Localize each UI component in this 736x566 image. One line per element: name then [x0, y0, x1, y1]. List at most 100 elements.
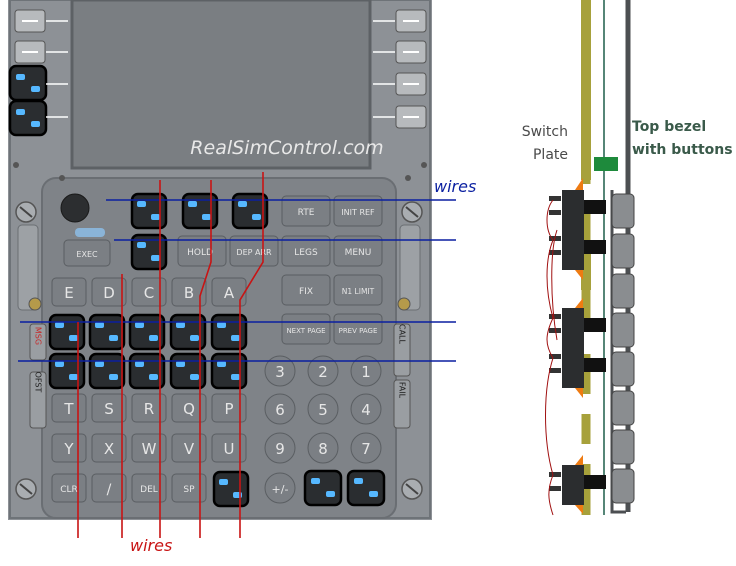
svg-text:DEP ARR: DEP ARR	[236, 248, 272, 257]
key-1[interactable]: 1	[350, 355, 382, 387]
key-8[interactable]: 8	[307, 432, 339, 464]
key-dep-arr[interactable]: DEP ARR	[229, 235, 279, 267]
key-9[interactable]: 9	[264, 432, 296, 464]
key-legs[interactable]: LEGS	[281, 235, 331, 267]
svg-text:1: 1	[361, 363, 371, 381]
key-rte[interactable]: RTE	[281, 195, 331, 227]
switch-bottom-3[interactable]	[346, 469, 386, 507]
lsk-left-2[interactable]	[14, 40, 68, 64]
line-select-keys	[8, 9, 427, 137]
key-hold[interactable]: HOLD	[177, 235, 227, 267]
key-exec[interactable]: EXEC	[63, 239, 111, 267]
screw-icon	[15, 478, 37, 500]
switch-row-b-5[interactable]	[210, 352, 248, 390]
bezel-button	[611, 273, 635, 309]
key-prev-page[interactable]: PREV PAGE	[333, 313, 383, 345]
switch-2[interactable]	[181, 192, 219, 230]
switch-bottom-1[interactable]	[212, 470, 250, 508]
svg-text:8: 8	[318, 440, 328, 458]
bezel-button	[611, 312, 635, 348]
switch-row-b-1[interactable]	[48, 352, 86, 390]
key-3[interactable]: 3	[264, 355, 296, 387]
screw-icon	[28, 297, 42, 311]
key-6[interactable]: 6	[264, 393, 296, 425]
key-n1-limit[interactable]: N1 LIMIT	[333, 274, 383, 306]
wires-label-red: wires	[130, 536, 172, 555]
key-del[interactable]: DEL	[131, 473, 167, 503]
svg-text:INIT REF: INIT REF	[341, 208, 375, 217]
switch-row-a-2[interactable]	[88, 313, 126, 351]
lsk-right-4[interactable]	[373, 105, 427, 129]
switch-row-a-1[interactable]	[48, 313, 86, 351]
side-switch	[549, 178, 606, 280]
switch-3[interactable]	[231, 192, 269, 230]
key-4[interactable]: 4	[350, 393, 382, 425]
lsk-left-1[interactable]	[14, 9, 68, 33]
switch-row-a-5[interactable]	[210, 313, 248, 351]
key-a[interactable]: A	[211, 277, 247, 307]
key-c[interactable]: C	[131, 277, 167, 307]
key-sp[interactable]: SP	[171, 473, 207, 503]
svg-text:CLR: CLR	[60, 485, 78, 495]
key-u[interactable]: U	[211, 433, 247, 463]
switch-plate-label-2: Plate	[533, 147, 568, 163]
key-7[interactable]: 7	[350, 432, 382, 464]
svg-text:U: U	[224, 440, 235, 458]
fail-annunciator: FAIL	[398, 382, 407, 399]
lsk-right-2[interactable]	[373, 40, 427, 64]
key-fix[interactable]: FIX	[281, 274, 331, 306]
svg-text:Q: Q	[183, 400, 195, 418]
annunciators: MSG OFST CALL FAIL	[29, 323, 411, 429]
key-r[interactable]: R	[131, 393, 167, 423]
svg-text:Y: Y	[63, 440, 74, 458]
lsk-left-4-switch[interactable]	[8, 99, 68, 137]
switch-1[interactable]	[130, 192, 168, 230]
key-init-ref[interactable]: INIT REF	[333, 195, 383, 227]
key-b[interactable]: B	[171, 277, 207, 307]
svg-text:A: A	[224, 284, 235, 302]
key-t[interactable]: T	[51, 393, 87, 423]
svg-text:V: V	[184, 440, 195, 458]
key-5[interactable]: 5	[307, 393, 339, 425]
key-e[interactable]: E	[51, 277, 87, 307]
red-wire	[199, 180, 212, 538]
switch-row-b-4[interactable]	[169, 352, 207, 390]
side-switch	[549, 455, 606, 514]
lsk-right-3[interactable]	[373, 72, 427, 96]
svg-text:EXEC: EXEC	[76, 250, 98, 259]
key-slash[interactable]: /	[91, 473, 127, 503]
key-y[interactable]: Y	[51, 433, 87, 463]
key-p[interactable]: P	[211, 393, 247, 423]
switch-row-b-3[interactable]	[128, 352, 166, 390]
key-x[interactable]: X	[91, 433, 127, 463]
svg-text:N1 LIMIT: N1 LIMIT	[342, 287, 375, 296]
key-v[interactable]: V	[171, 433, 207, 463]
key-plus-minus[interactable]: +/-	[264, 472, 296, 504]
key-menu[interactable]: MENU	[333, 235, 383, 267]
switch-4[interactable]	[130, 233, 168, 271]
switch-row-a-3[interactable]	[128, 313, 166, 351]
red-lead	[545, 199, 554, 516]
lsk-right-1[interactable]	[373, 9, 427, 33]
svg-text:T: T	[63, 400, 74, 418]
screw-icon	[397, 297, 411, 311]
key-clr[interactable]: CLR	[51, 473, 87, 503]
number-keys: 3 2 1 6 5 4 9 8 7 +/-	[264, 355, 382, 504]
key-next-page[interactable]: NEXT PAGE	[281, 313, 331, 345]
key-d[interactable]: D	[91, 277, 127, 307]
key-w[interactable]: W	[131, 433, 167, 463]
brightness-knob[interactable]	[60, 193, 90, 223]
cdu-display	[70, 0, 372, 170]
key-2[interactable]: 2	[307, 355, 339, 387]
watermark-text: RealSimControl.com	[190, 137, 383, 159]
svg-text:E: E	[64, 284, 73, 302]
switch-row-b-2[interactable]	[88, 352, 126, 390]
key-q[interactable]: Q	[171, 393, 207, 423]
function-keys: RTE INIT REF LEGS MENU FIX N1 LIMIT NEXT…	[63, 195, 383, 345]
switch-row-a-4[interactable]	[169, 313, 207, 351]
svg-text:/: /	[107, 482, 112, 498]
bezel-button	[611, 233, 635, 269]
key-s[interactable]: S	[91, 393, 127, 423]
svg-text:MENU: MENU	[345, 248, 372, 258]
switch-bottom-2[interactable]	[303, 469, 343, 507]
